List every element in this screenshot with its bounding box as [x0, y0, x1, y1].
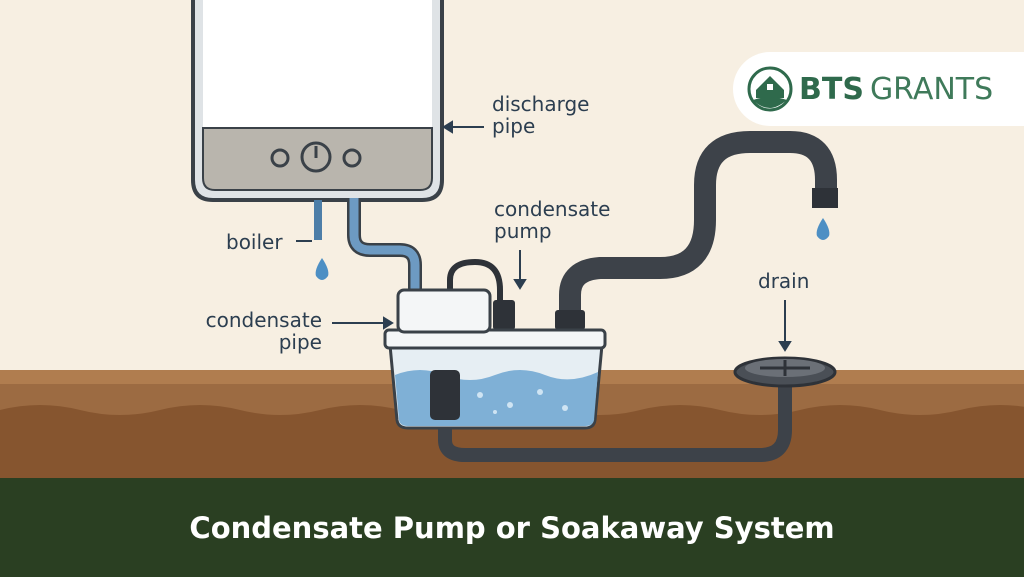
label-line: discharge — [492, 92, 590, 116]
boiler-knob-right — [342, 148, 362, 168]
label-line: condensate — [205, 308, 322, 332]
label-drain: drain — [758, 269, 810, 293]
boiler-knob-main — [300, 141, 332, 173]
condensate-tank — [383, 328, 607, 430]
label-line: pump — [494, 219, 552, 243]
boiler-knob-left — [270, 148, 290, 168]
water-drop-icon — [816, 218, 830, 240]
logo-brand-light: GRANTS — [869, 71, 994, 107]
title-banner: Condensate Pump or Soakaway System — [0, 478, 1024, 577]
label-line: pipe — [492, 114, 536, 138]
water-drop-icon — [315, 258, 329, 280]
label-arrows — [296, 120, 792, 352]
condensate-pump-unit — [396, 288, 492, 334]
submersible-pump — [430, 370, 460, 420]
label-line: pipe — [278, 330, 322, 354]
logo-brand-bold: BTS — [799, 71, 864, 107]
drain-hose — [438, 385, 792, 462]
label-boiler: boiler — [226, 230, 283, 254]
banner-title: Condensate Pump or Soakaway System — [189, 510, 835, 545]
drain-grate — [733, 356, 837, 388]
boiler — [191, 0, 444, 202]
house-logo-icon — [747, 66, 793, 112]
label-line: condensate — [494, 197, 611, 221]
bts-grants-logo[interactable]: BTS GRANTS — [733, 52, 1024, 126]
discharge-hose — [559, 131, 837, 331]
